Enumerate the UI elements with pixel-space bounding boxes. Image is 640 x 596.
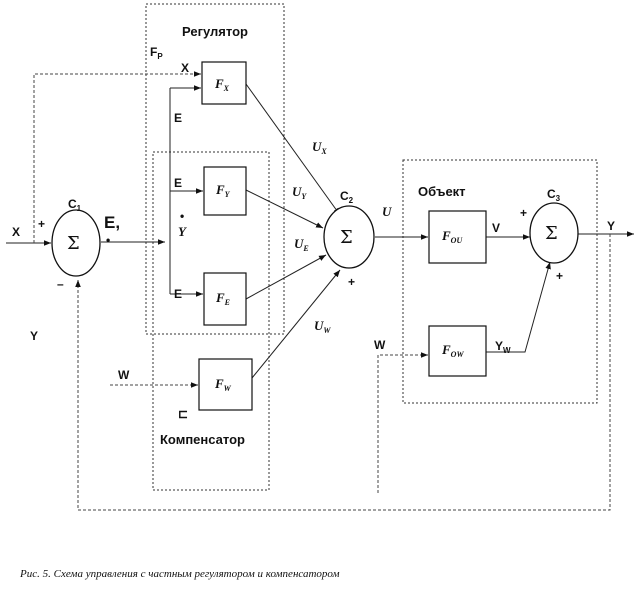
svg-text:FY: FY: [215, 182, 231, 199]
signal-ue: UE: [294, 236, 309, 253]
signal-y-feedback: Y: [30, 329, 38, 343]
svg-text:FOW: FOW: [441, 342, 464, 359]
signal-e-main: E,: [104, 213, 120, 232]
summer-c3-plus-bottom: +: [556, 269, 563, 283]
signal-w-input: W: [118, 368, 130, 382]
summer-c1-plus: +: [38, 217, 45, 231]
figure-caption: Рис. 5. Схема управления с частным регул…: [19, 568, 340, 580]
summer-c2-label: C2: [340, 189, 354, 205]
summer-c3-label: C3: [547, 187, 561, 203]
block-fou: FOU: [428, 210, 487, 264]
signal-y-dot: •: [180, 209, 184, 223]
block-fe: FE: [203, 272, 247, 326]
signal-yw: YW: [495, 339, 511, 355]
summer-c1-minus: –: [57, 277, 64, 291]
regulator-inner-frame: [152, 151, 270, 491]
svg-text:FX: FX: [214, 76, 230, 93]
summer-c2: Σ: [323, 205, 375, 269]
signal-x-input: X: [12, 225, 20, 239]
object-title: Объект: [418, 184, 466, 199]
svg-text:FOU: FOU: [441, 228, 463, 245]
signal-u: U: [382, 204, 392, 219]
block-fx: FX: [201, 61, 247, 105]
svg-text:Σ: Σ: [67, 233, 80, 254]
object-frame: [402, 159, 598, 404]
block-fy: FY: [203, 166, 247, 216]
signal-x-regulator: X: [181, 61, 189, 75]
regulator-frame: [145, 3, 285, 335]
signal-y-output: Y: [607, 219, 615, 233]
summer-c3: Σ: [529, 202, 579, 264]
regulator-fr-label: FР: [150, 45, 163, 61]
signal-v: V: [492, 221, 500, 235]
compensator-title: Компенсатор: [160, 432, 245, 447]
block-fw: FW: [198, 358, 253, 411]
summer-c3-plus-top: +: [520, 206, 527, 220]
signal-w-object: W: [374, 338, 386, 352]
svg-text:Σ: Σ: [340, 227, 353, 248]
regulator-title: Регулятор: [182, 24, 248, 39]
summer-c1-label: C1: [68, 197, 82, 213]
summer-c1: Σ: [51, 209, 101, 277]
compensator-mark: ⊏: [178, 407, 188, 421]
signal-e-dot: •: [106, 233, 110, 247]
signal-y-dot-label: Y: [178, 224, 187, 239]
svg-text:FE: FE: [215, 290, 230, 307]
svg-text:FW: FW: [214, 376, 232, 393]
signal-e-mid: E: [174, 176, 182, 190]
summer-c2-plus: +: [348, 275, 355, 289]
signal-e-top: E: [174, 111, 182, 125]
block-fow: FOW: [428, 325, 487, 377]
svg-text:Σ: Σ: [545, 223, 558, 244]
signal-uy: UY: [292, 184, 307, 201]
signal-e-bot: E: [174, 287, 182, 301]
signal-uw: UW: [314, 318, 331, 335]
signal-ux: UX: [312, 139, 327, 156]
